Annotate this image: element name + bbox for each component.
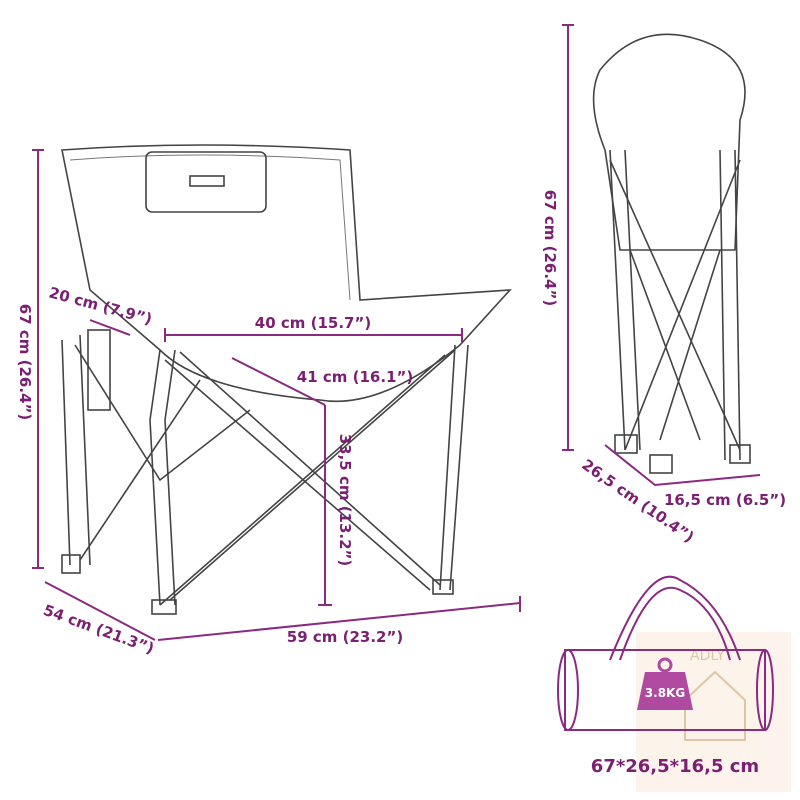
seat-width-label: 40 cm (15.7”) bbox=[255, 314, 371, 332]
weight-icon bbox=[637, 657, 693, 710]
total-height-label: 67 cm (26.4”) bbox=[16, 304, 34, 420]
chair-illustration bbox=[61, 144, 512, 615]
folded-chair-illustration bbox=[592, 33, 751, 474]
folded-width-label: 16,5 cm (6.5”) bbox=[664, 491, 786, 509]
seat-diagonal-label: 41 cm (16.1”) bbox=[297, 368, 413, 386]
seat-height-label: 33,5 cm (13.2”) bbox=[336, 434, 354, 567]
folded-height-label: 67 cm (26.4”) bbox=[541, 190, 559, 306]
watermark-text: ADLY bbox=[690, 648, 725, 664]
width-label: 59 cm (23.2”) bbox=[287, 628, 403, 646]
seat-depth-label: 20 cm (7.9”) bbox=[47, 283, 154, 328]
bag-weight-label: 3.8KG bbox=[645, 686, 685, 700]
dimension-lines bbox=[32, 24, 761, 641]
carry-bag-illustration bbox=[557, 575, 774, 731]
bag-dimensions-label: 67*26,5*16,5 cm bbox=[591, 756, 759, 777]
